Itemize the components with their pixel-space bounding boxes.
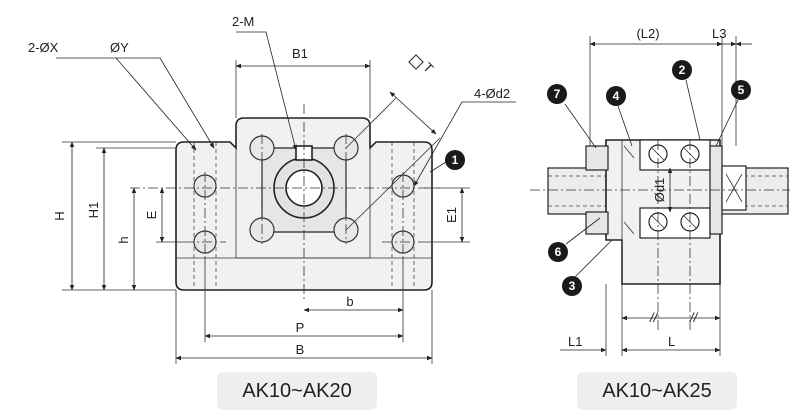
svg-text:5: 5: [738, 83, 745, 97]
label-2-dx: 2-ØX: [28, 40, 59, 55]
label-l: L: [668, 334, 675, 349]
label-b1: B1: [292, 46, 308, 61]
right-dimension-lines: [560, 36, 752, 356]
label-4-dd2: 4-Ød2: [474, 86, 510, 101]
caption-left: AK10~AK20: [217, 372, 377, 410]
label-e1: E1: [444, 207, 459, 223]
bore-circle: [285, 169, 323, 207]
label-dy: ØY: [110, 40, 129, 55]
badge-7: 7: [547, 84, 567, 104]
label-h1: H1: [86, 202, 101, 219]
dimension-lines: [62, 60, 470, 364]
lock-nut-top: [585, 145, 609, 171]
label-l1: L1: [568, 334, 582, 349]
svg-text:7: 7: [554, 87, 561, 101]
label-h-big: H: [52, 211, 67, 220]
left-view: 2-ØX ØY 2-M B1 T 4-Ød2 H H1 h E E1 b P B…: [28, 14, 516, 364]
right-leader-lines: [564, 79, 739, 279]
caption-right: AK10~AK25: [577, 372, 737, 410]
svg-text:3: 3: [569, 279, 576, 293]
label-p: P: [296, 320, 305, 335]
svg-text:1: 1: [452, 153, 459, 167]
label-b-small: b: [346, 294, 353, 309]
label-l2: (L2): [636, 26, 659, 41]
center-lines: [130, 104, 440, 300]
label-l3: L3: [712, 26, 726, 41]
badge-1: 1: [445, 150, 465, 170]
badge-2: 2: [672, 60, 692, 80]
leader-lines: [56, 31, 516, 187]
label-h-small: h: [116, 236, 131, 243]
svg-text:6: 6: [555, 245, 562, 259]
lock-nut-bottom: [585, 211, 609, 235]
badge-5: 5: [731, 80, 751, 100]
t-square-symbol: [408, 54, 424, 70]
right-view: (L2) L3 Ød1 L1 L // // 7 4 2 5: [530, 26, 790, 356]
break-mark-1: //: [649, 310, 659, 325]
svg-text:4: 4: [613, 89, 620, 103]
svg-text:2: 2: [679, 63, 686, 77]
label-e: E: [144, 210, 159, 219]
badge-6: 6: [548, 242, 568, 262]
label-b-big: B: [296, 342, 305, 357]
label-d1: Ød1: [652, 178, 667, 203]
badge-3: 3: [562, 276, 582, 296]
break-mark-2: //: [689, 310, 699, 325]
label-2-m: 2-M: [232, 14, 254, 29]
badge-4: 4: [606, 86, 626, 106]
